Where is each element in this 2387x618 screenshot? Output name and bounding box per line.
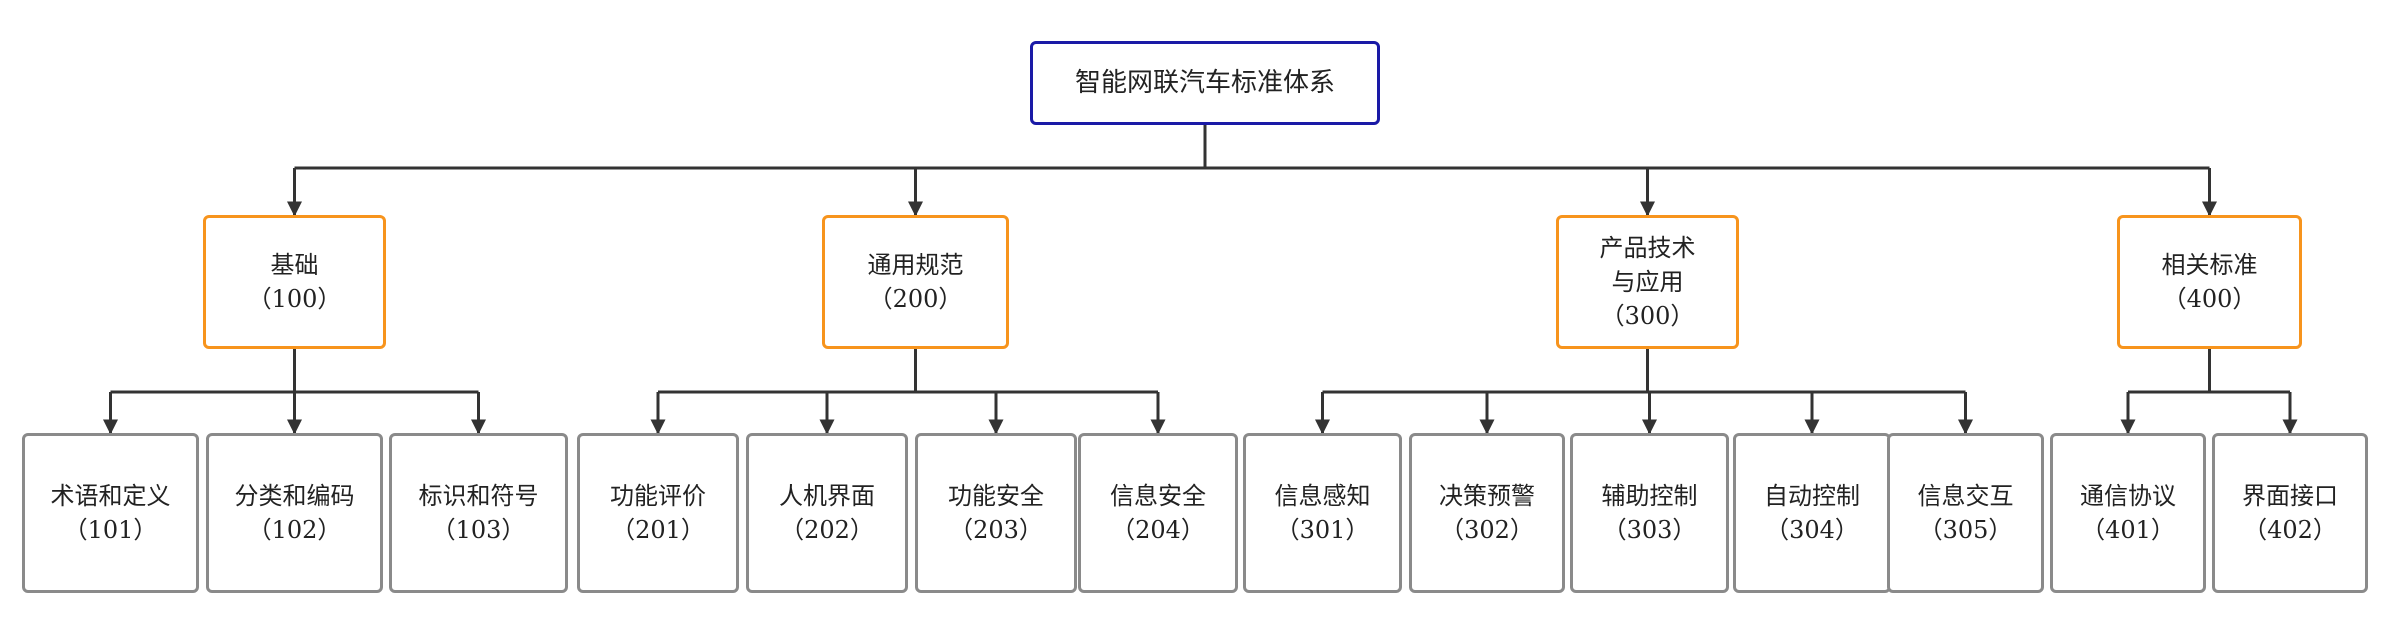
category-code: （200）: [868, 285, 963, 313]
root-label: 智能网联汽车标准体系: [1074, 68, 1335, 98]
leaf-node: 决策预警 （302）: [1409, 433, 1565, 593]
category-node-related: 相关标准 （400）: [2117, 215, 2302, 349]
leaf-label: 人机界面: [779, 482, 875, 510]
leaf-node: 信息安全 （204）: [1078, 433, 1238, 593]
leaf-code: （101）: [63, 516, 158, 544]
leaf-node: 辅助控制 （303）: [1570, 433, 1729, 593]
leaf-node: 人机界面 （202）: [746, 433, 908, 593]
leaf-node: 信息感知 （301）: [1243, 433, 1402, 593]
leaf-label: 分类和编码: [234, 482, 355, 510]
leaf-code: （102）: [247, 516, 342, 544]
leaf-node: 通信协议 （401）: [2050, 433, 2206, 593]
leaf-code: （204）: [1111, 516, 1205, 544]
leaf-node: 术语和定义 （101）: [22, 433, 199, 593]
category-node-general: 通用规范 （200）: [822, 215, 1009, 349]
leaf-code: （305）: [1918, 516, 2013, 544]
leaf-node: 标识和符号 （103）: [389, 433, 568, 593]
leaf-code: （402）: [2243, 516, 2337, 544]
leaf-label: 术语和定义: [50, 482, 171, 510]
leaf-label: 通信协议: [2080, 482, 2176, 510]
category-label: 基础: [270, 251, 319, 279]
category-node-product: 产品技术 与应用 （300）: [1556, 215, 1739, 349]
leaf-node: 信息交互 （305）: [1887, 433, 2044, 593]
leaf-label: 标识和符号: [418, 482, 539, 510]
leaf-label: 信息感知: [1274, 482, 1371, 510]
category-label: 通用规范: [867, 251, 964, 279]
leaf-node: 界面接口 （402）: [2212, 433, 2368, 593]
leaf-label: 信息安全: [1110, 482, 1206, 510]
category-code: （300）: [1600, 302, 1695, 330]
category-label: 产品技术 与应用: [1599, 234, 1696, 296]
leaf-label: 辅助控制: [1601, 482, 1698, 510]
category-label: 相关标准: [2161, 251, 2258, 279]
leaf-label: 自动控制: [1764, 482, 1860, 510]
leaf-label: 功能安全: [948, 482, 1044, 510]
leaf-code: （201）: [611, 516, 705, 544]
leaf-code: （303）: [1602, 516, 1697, 544]
leaf-code: （302）: [1440, 516, 1534, 544]
leaf-code: （401）: [2081, 516, 2175, 544]
leaf-code: （301）: [1275, 516, 1370, 544]
root-node: 智能网联汽车标准体系: [1030, 41, 1380, 125]
leaf-node: 分类和编码 （102）: [206, 433, 383, 593]
category-code: （100）: [247, 285, 342, 313]
leaf-node: 功能评价 （201）: [577, 433, 739, 593]
leaf-node: 功能安全 （203）: [915, 433, 1077, 593]
leaf-code: （103）: [431, 516, 526, 544]
leaf-code: （202）: [780, 516, 874, 544]
leaf-code: （304）: [1765, 516, 1859, 544]
leaf-code: （203）: [949, 516, 1043, 544]
leaf-label: 界面接口: [2242, 482, 2338, 510]
category-node-basic: 基础 （100）: [203, 215, 386, 349]
leaf-label: 功能评价: [610, 482, 706, 510]
leaf-label: 信息交互: [1917, 482, 2014, 510]
category-code: （400）: [2162, 285, 2257, 313]
leaf-node: 自动控制 （304）: [1733, 433, 1891, 593]
leaf-label: 决策预警: [1439, 482, 1535, 510]
